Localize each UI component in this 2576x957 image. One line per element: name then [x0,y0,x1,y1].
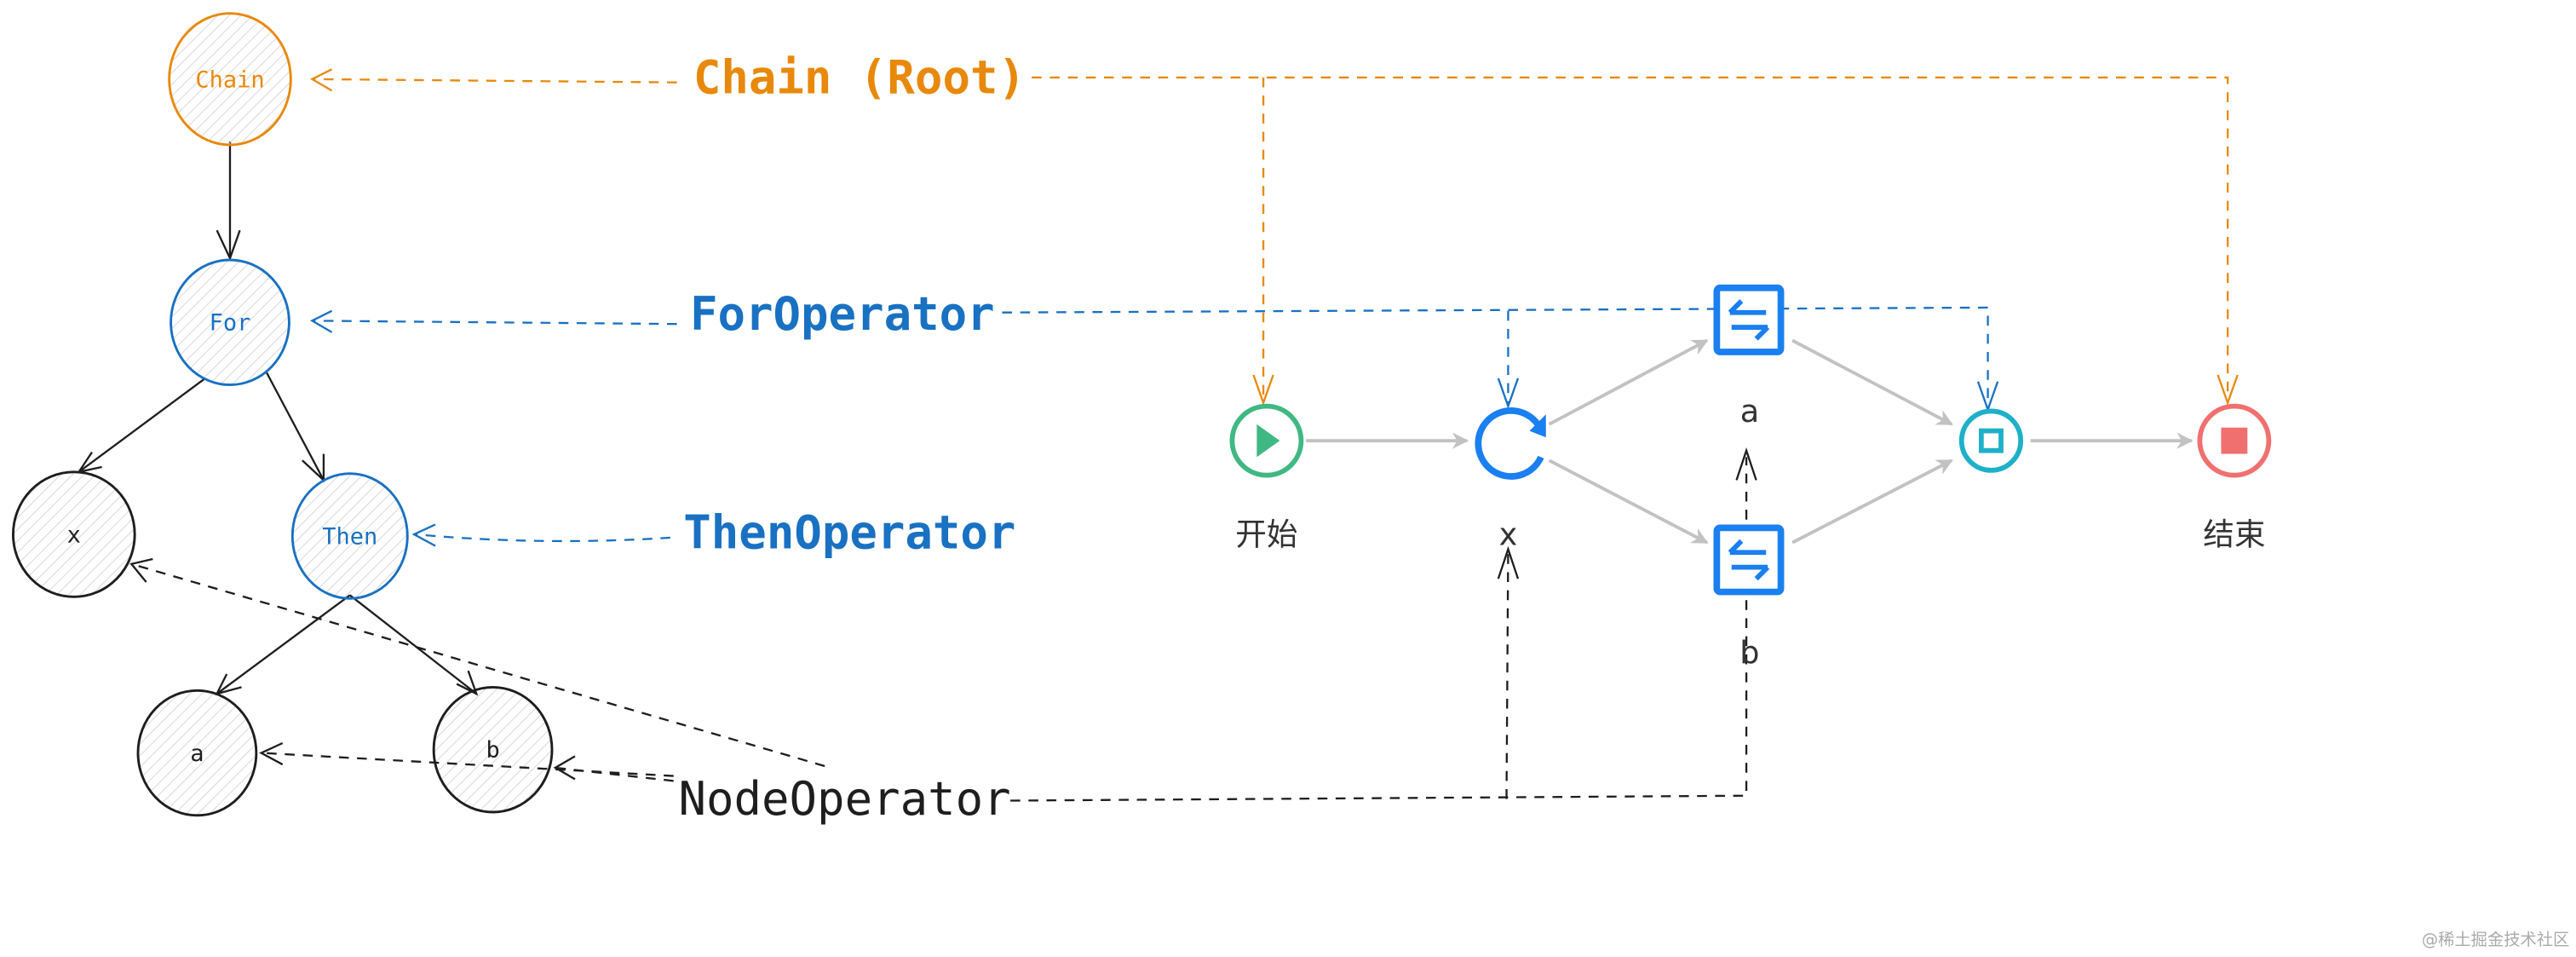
exchange-icon [1728,299,1770,341]
flow-join-node[interactable] [1958,408,2024,473]
edge-for-then [265,371,325,483]
node-operator-label: NodeOperator [679,772,1011,826]
tree-node-then: Then [290,472,409,600]
edge-then-a [215,594,351,695]
flow-task-b-node[interactable] [1713,524,1785,596]
edge-for-x [77,377,206,474]
for-operator-label: ForOperator [690,287,995,341]
tree-node-then-label: Then [322,523,377,550]
tree-node-chain: Chain [168,12,292,147]
edge-then-b [349,594,479,696]
flow-loop-label: x [1499,516,1518,553]
exchange-icon [1728,539,1770,581]
flow-loop-node[interactable] [1475,407,1546,480]
flow-end-label: 结束 [2203,516,2265,553]
tree-node-a: a [136,689,258,817]
flow-start-label: 开始 [1235,516,1297,553]
tree-node-x: x [11,470,136,598]
tree-node-chain-label: Chain [195,66,264,93]
tree-node-b: b [432,685,554,814]
tree-edges [77,141,479,696]
flow-task-b-label: b [1739,634,1759,671]
tree-node-b-label: b [486,737,499,764]
flow-task-a-label: a [1740,393,1759,429]
tree-node-for-label: For [210,310,251,337]
tree-node-x-label: x [67,522,81,548]
then-operator-label: ThenOperator [683,506,1015,560]
flow-end-node[interactable] [2197,403,2272,478]
flow-start-node[interactable] [1229,403,1304,478]
tree-node-for: For [170,258,290,387]
tree-node-a-label: a [190,741,204,767]
stop-icon [2221,427,2248,454]
chain-root-label: Chain (Root) [693,50,1026,104]
flow-edges [1306,338,2194,545]
then-operator-links [411,523,670,547]
square-icon [1978,428,2004,453]
play-icon [1256,424,1280,458]
for-operator-links [309,306,1999,412]
watermark: @稀土掘金技术社区 [2422,930,2569,949]
flow-task-a-node[interactable] [1713,284,1785,355]
edge-chain-for [216,141,241,262]
loop-icon [1475,407,1544,480]
chain-root-links [309,68,2239,406]
